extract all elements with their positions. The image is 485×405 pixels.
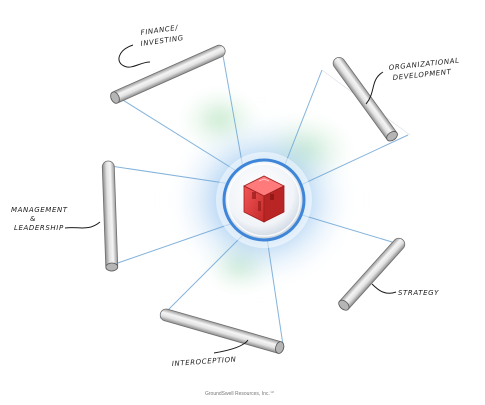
label-mgmt-line2: & [30, 215, 36, 223]
credit-text: GroundSwell Resources, Inc.℠ [205, 391, 275, 397]
connector-rays [103, 49, 409, 346]
label-interoception-group: Interoception [172, 355, 237, 368]
label-interoception: Interoception [172, 355, 237, 368]
tube-strategy [338, 237, 406, 311]
label-strategy-group: Strategy [398, 289, 439, 297]
label-strategy: Strategy [398, 289, 439, 297]
label-organizational-development: Organizational Development [388, 57, 460, 82]
red-cube-icon [243, 175, 285, 223]
label-mgmt-line3: Leadership [14, 224, 64, 232]
tube-interoception [159, 308, 285, 354]
leader-lines [64, 44, 397, 354]
label-mgmt-line1: Management [11, 206, 68, 214]
tube-organizational [332, 57, 398, 142]
label-finance-investing: Finance/ Investing [140, 24, 184, 48]
tube-management [101, 160, 119, 272]
label-management-leadership: Management & Leadership [11, 206, 68, 232]
tube-finance [110, 44, 226, 104]
